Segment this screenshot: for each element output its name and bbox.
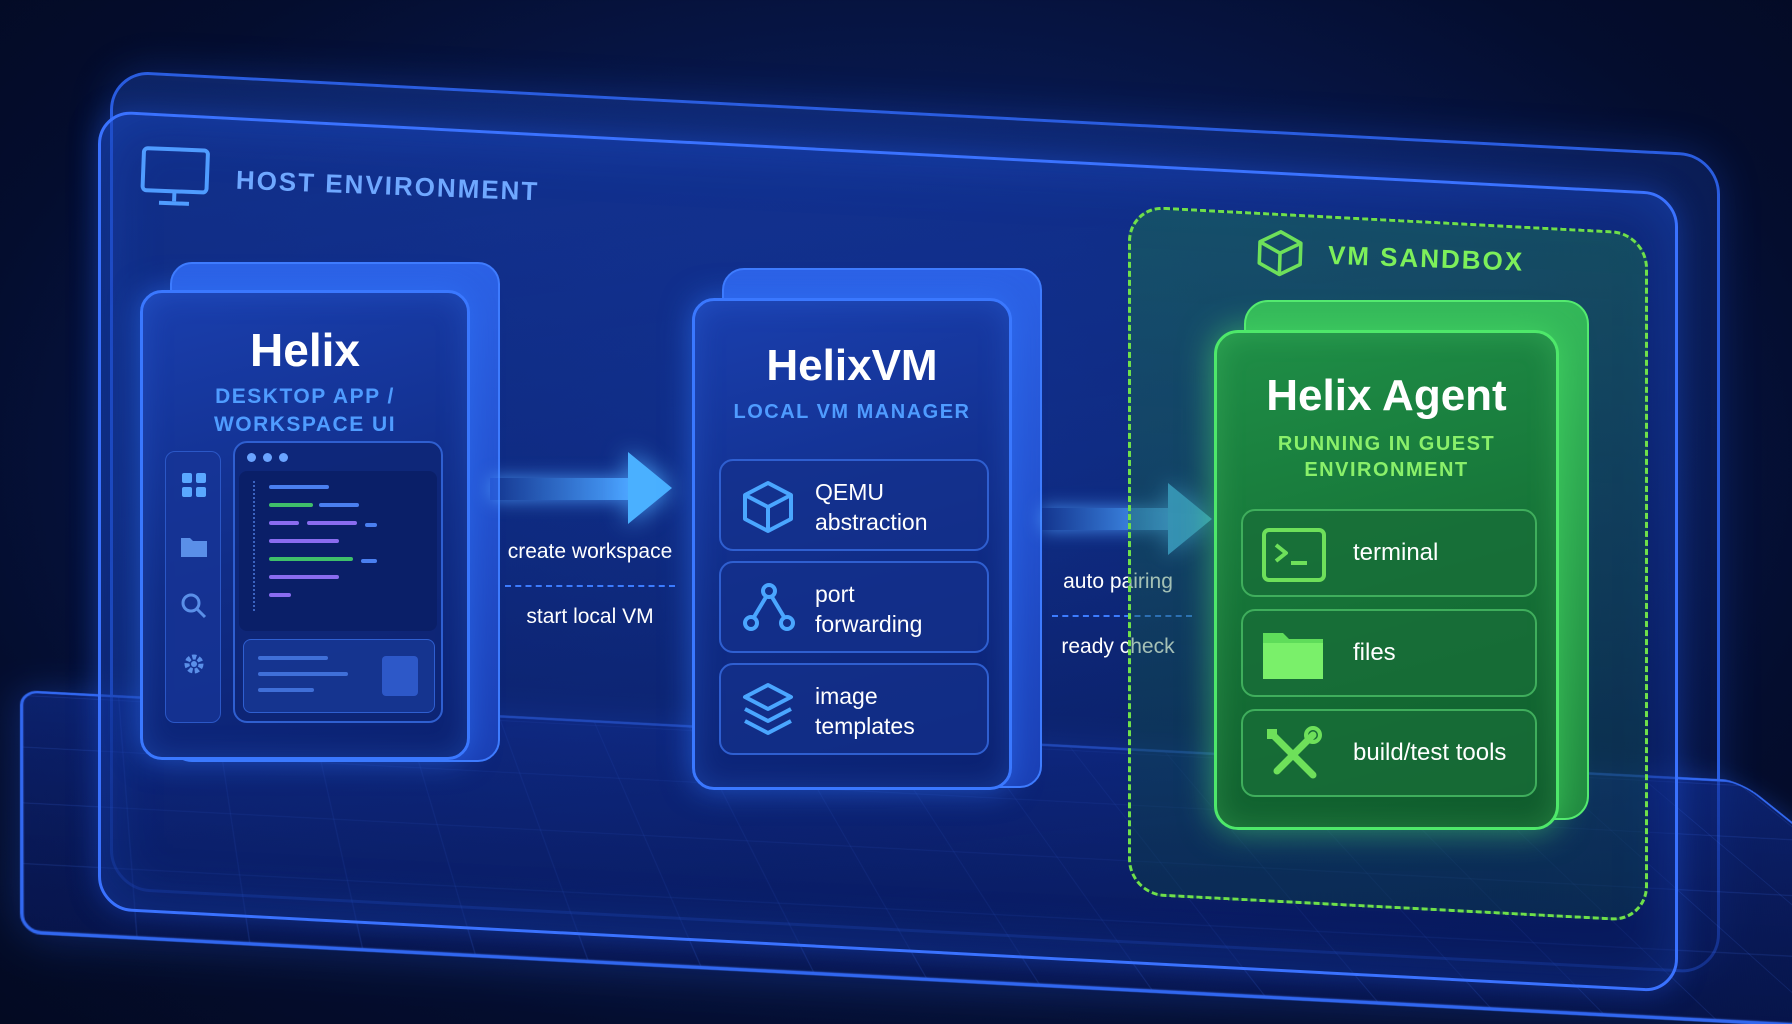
agent-feature-files: files	[1241, 609, 1537, 697]
flow-arrow-1	[490, 478, 630, 500]
terminal-icon	[1262, 528, 1326, 582]
feature-qemu: QEMU abstraction	[719, 459, 989, 551]
feature-port-forwarding: port forwarding	[719, 561, 989, 653]
flow1-bottom-label: start local VM	[526, 605, 654, 628]
flow2-top-label: auto pairing	[1063, 570, 1173, 593]
helix-subtitle-line2: WORKSPACE UI	[213, 413, 397, 436]
feature-qemu-line1: QEMU	[815, 479, 884, 505]
helixvm-subtitle: LOCAL VM MANAGER	[733, 401, 971, 423]
helix-agent-card: Helix Agent RUNNING IN GUEST ENVIRONMENT…	[1214, 330, 1559, 830]
network-nodes-icon	[743, 583, 795, 631]
feature-image-line1: image	[815, 683, 878, 709]
tools-icon	[1267, 726, 1322, 779]
app-mock-window	[233, 441, 443, 723]
app-mock-panel	[243, 639, 435, 713]
flow1-divider	[505, 585, 675, 587]
agent-feature-terminal-label: terminal	[1353, 539, 1439, 566]
flow1-top-label: create workspace	[507, 540, 673, 563]
layers-icon	[743, 683, 793, 735]
flow2-divider	[1052, 615, 1192, 617]
helixvm-card: HelixVM LOCAL VM MANAGER QEMU abstractio…	[692, 298, 1012, 790]
agent-feature-build-tools-label: build/test tools	[1353, 739, 1507, 766]
grid-icon	[182, 473, 206, 497]
agent-feature-terminal: terminal	[1241, 509, 1537, 597]
helix-card: Helix DESKTOP APP / WORKSPACE UI	[140, 290, 470, 760]
agent-subtitle-line1: RUNNING IN GUEST	[1277, 433, 1496, 455]
host-environment-label: HOST ENVIRONMENT	[235, 164, 540, 206]
helixvm-title: HelixVM	[766, 341, 938, 390]
feature-port-line1: port	[815, 581, 855, 607]
box-icon	[1257, 230, 1303, 277]
folder-icon	[1263, 633, 1323, 679]
agent-feature-build-tools: build/test tools	[1241, 709, 1537, 797]
host-environment-header: HOST ENVIRONMENT	[139, 145, 541, 222]
flow-arrow-2-head	[1168, 483, 1212, 555]
flow-arrow-2	[1042, 508, 1170, 530]
feature-image-templates: image templates	[719, 663, 989, 755]
gear-icon	[184, 654, 204, 674]
search-icon	[181, 593, 207, 619]
cube-icon	[743, 481, 793, 533]
agent-feature-files-label: files	[1353, 639, 1396, 666]
folder-icon	[181, 538, 207, 557]
vm-sandbox-label: VM SANDBOX	[1327, 239, 1525, 277]
vm-sandbox-header: VM SANDBOX	[1255, 227, 1525, 286]
feature-port-line2: forwarding	[815, 611, 923, 637]
helix-subtitle-line1: DESKTOP APP /	[215, 385, 395, 408]
flow-arrow-1-head	[628, 452, 672, 524]
app-mock-sidebar	[165, 451, 221, 723]
agent-title: Helix Agent	[1266, 371, 1507, 420]
flow2-bottom-label: ready check	[1061, 635, 1175, 658]
feature-image-line2: templates	[815, 713, 915, 739]
helix-title: Helix	[250, 324, 360, 376]
feature-qemu-line2: abstraction	[815, 509, 928, 535]
code-editor-area	[239, 471, 437, 631]
monitor-icon	[140, 146, 210, 206]
agent-subtitle-line2: ENVIRONMENT	[1304, 459, 1469, 481]
